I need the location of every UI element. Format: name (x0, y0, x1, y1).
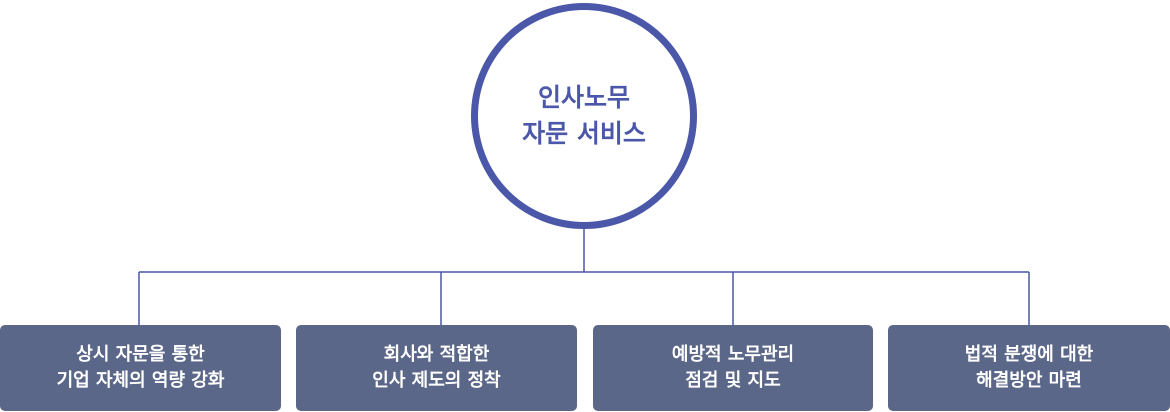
service-box-1-line-2: 기업 자체의 역량 강화 (56, 370, 225, 391)
service-box-1-line-1: 상시 자문을 통한 (76, 344, 205, 365)
center-title-line-1: 인사노무 (537, 83, 630, 112)
service-box-2: 회사와 적합한 인사 제도의 정착 (296, 325, 577, 411)
service-box-4-line-1: 법적 분쟁에 대한 (964, 344, 1094, 365)
service-box-2-line-2: 인사 제도의 정착 (372, 370, 501, 391)
service-box-4: 법적 분쟁에 대한 해결방안 마련 (888, 325, 1170, 411)
service-box-2-line-1: 회사와 적합한 (383, 344, 490, 365)
center-title-line-2: 자문 서비스 (522, 119, 646, 148)
center-node: 인사노무 자문 서비스 (471, 3, 697, 229)
service-box-3: 예방적 노무관리 점검 및 지도 (593, 325, 873, 411)
service-box-4-line-2: 해결방안 마련 (976, 370, 1082, 391)
service-box-3-line-2: 점검 및 지도 (685, 370, 781, 391)
service-box-3-line-1: 예방적 노무관리 (671, 344, 795, 365)
service-box-1: 상시 자문을 통한 기업 자체의 역량 강화 (0, 325, 281, 411)
